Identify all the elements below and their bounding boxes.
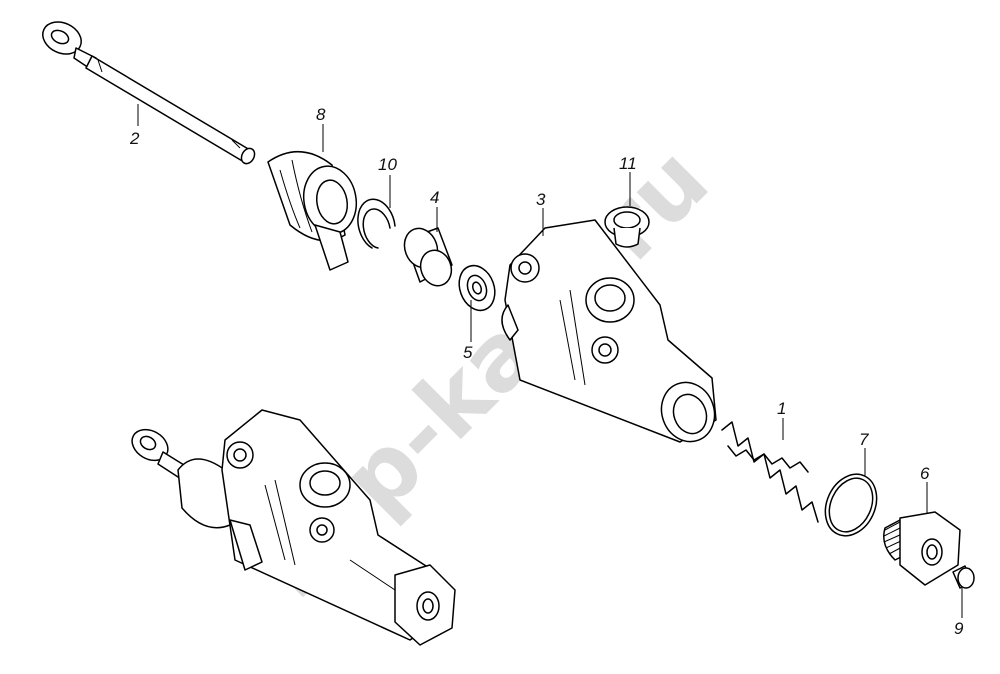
assembled-master-cylinder (131, 409, 456, 646)
part-spring (721, 421, 819, 523)
leader-lines (137, 104, 963, 618)
part-cup-seal (458, 264, 496, 312)
part-hex-plug (883, 511, 961, 586)
part-push-rod (42, 21, 256, 165)
callout-4: 4 (430, 188, 439, 207)
part-retaining-ring (357, 198, 396, 249)
callout-10: 10 (378, 155, 397, 174)
part-bushing (952, 565, 975, 589)
part-rubber-boot (267, 150, 358, 271)
callout-6: 6 (920, 464, 930, 483)
callout-3: 3 (536, 190, 546, 209)
part-o-ring (824, 473, 878, 537)
callout-11: 11 (619, 154, 637, 173)
callout-8: 8 (316, 105, 326, 124)
callout-1: 1 (777, 399, 786, 418)
callout-labels: 2 8 10 4 5 3 11 1 7 6 9 (129, 105, 964, 638)
part-piston (403, 227, 453, 287)
callout-2: 2 (129, 129, 140, 148)
callout-5: 5 (463, 343, 473, 362)
part-cylinder-housing (501, 219, 717, 443)
part-port-fitting (604, 206, 650, 248)
callout-9: 9 (954, 619, 964, 638)
callout-7: 7 (859, 430, 869, 449)
